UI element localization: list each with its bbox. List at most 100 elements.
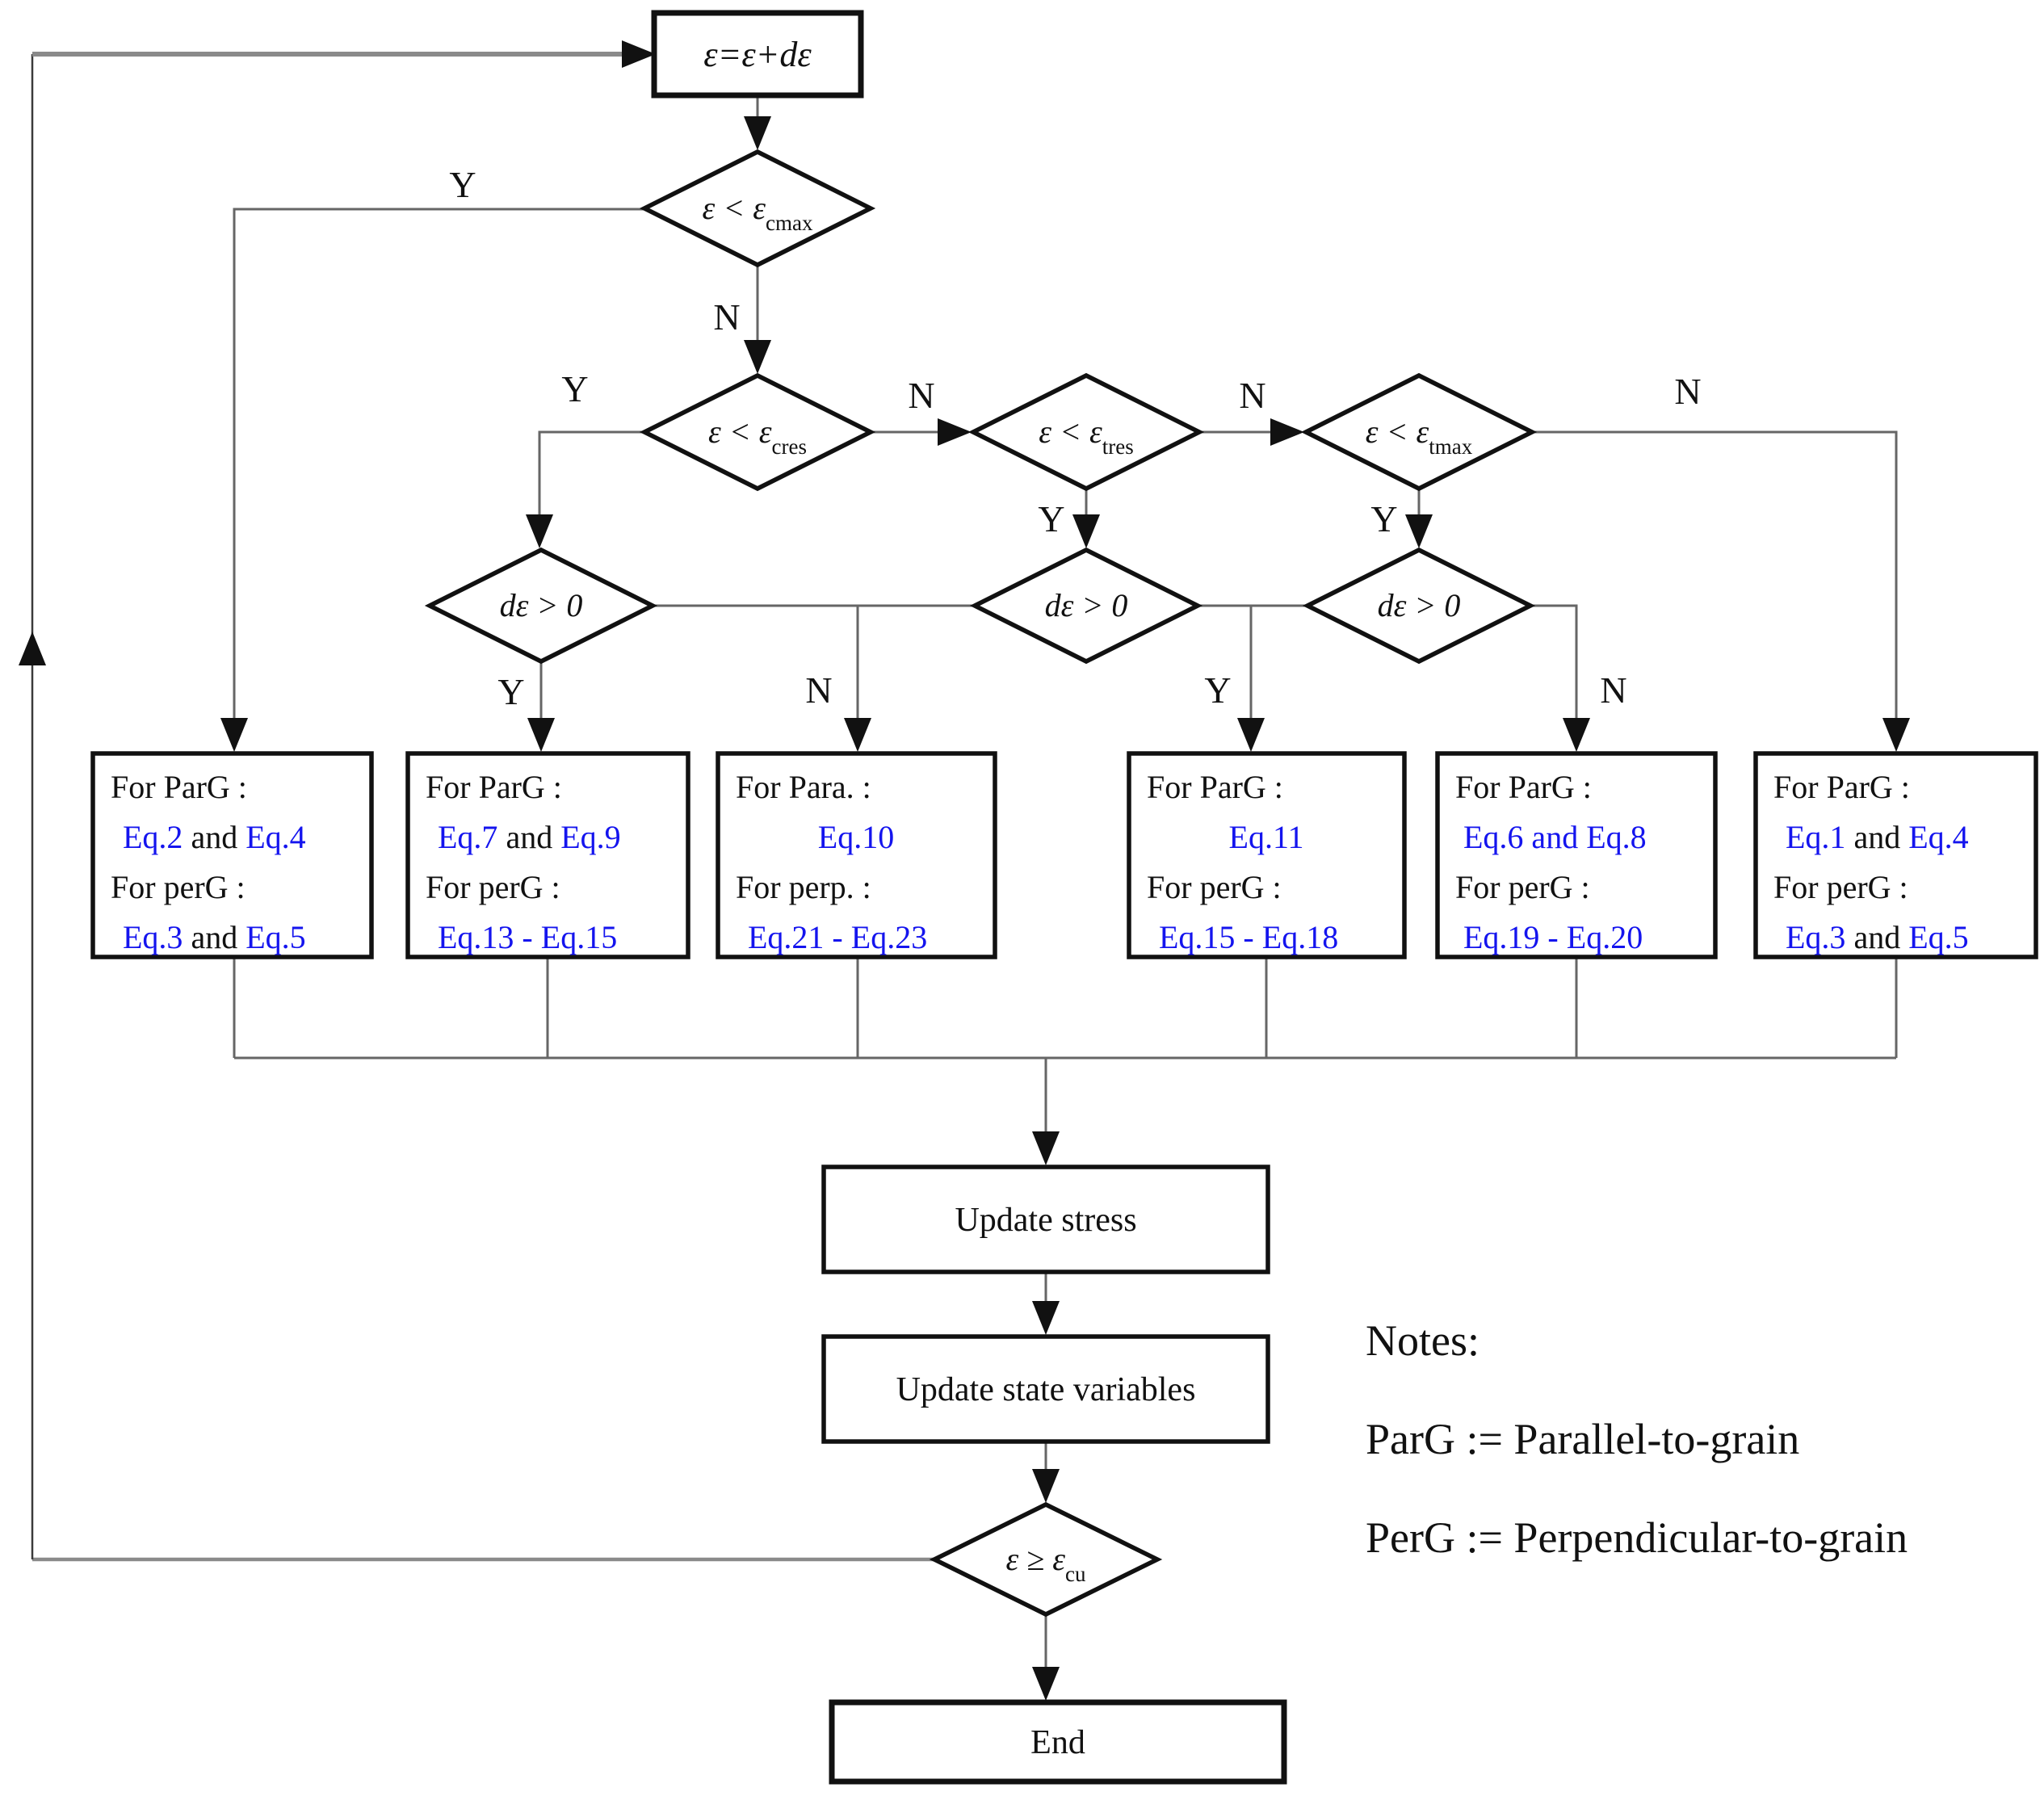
de-mid-diamond: [969, 547, 1203, 665]
arrowheads: [19, 40, 1910, 1701]
de-right-diamond: [1302, 547, 1536, 665]
decision-de-right: dε > 0: [1302, 547, 1536, 665]
eq-box-3-line3: For perp. :: [736, 869, 871, 905]
eq-box-4: For ParG : Eq.11 For perG : Eq.15 - Eq.1…: [1127, 751, 1407, 959]
branch-deleft-y: Y: [497, 671, 524, 712]
branch-deleft-n: N: [805, 669, 832, 711]
tmax-label: ε < εtmax: [1366, 413, 1473, 459]
arrow-into-updatestress: [1032, 1131, 1060, 1165]
tres-diamond: [967, 372, 1205, 492]
decision-cres: ε < εcres: [639, 372, 876, 492]
eq-box-5-line4: Eq.19 - Eq.20: [1463, 919, 1643, 955]
de-left-label: dε > 0: [500, 587, 583, 623]
eq-box-6: For ParG : Eq.1 and Eq.4 For perG : Eq.3…: [1753, 751, 2038, 959]
arrow-into-cu: [1032, 1469, 1060, 1503]
eq-box-3-rect: [716, 751, 997, 959]
branch-cres-n: N: [908, 375, 934, 416]
eq-box-2-rect: [405, 751, 690, 959]
eq-box-6-line1: For ParG :: [1773, 769, 1910, 805]
arrow-into-box5: [1563, 718, 1590, 752]
update-state-label: Update state variables: [896, 1371, 1196, 1408]
eq-box-3-line2: Eq.10: [818, 819, 894, 855]
eq-box-6-line4: Eq.3 and Eq.5: [1786, 919, 1969, 955]
cmax-label: ε < εcmax: [703, 190, 813, 235]
decision-de-mid: dε > 0: [969, 547, 1203, 665]
eq-box-4-line1: For ParG :: [1147, 769, 1283, 805]
arrow-into-start: [622, 40, 656, 68]
eq-box-1: For ParG : Eq.2 and Eq.4 For perG : Eq.3…: [90, 751, 374, 959]
eq-box-3: For Para. : Eq.10 For perp. : Eq.21 - Eq…: [716, 751, 997, 959]
cmax-diamond: [639, 149, 876, 268]
arrow-into-end: [1032, 1667, 1060, 1701]
eq-box-1-rect: [90, 751, 374, 959]
connectors: [31, 52, 1898, 1668]
eq-box-5-line3: For perG :: [1455, 869, 1590, 905]
arrow-into-box1: [220, 718, 248, 752]
arrow-into-updatestate: [1032, 1301, 1060, 1335]
arrow-into-box3: [844, 718, 871, 752]
eq-box-5-line1: For ParG :: [1455, 769, 1592, 805]
eq-box-1-line3: For perG :: [111, 869, 246, 905]
start-box: [651, 10, 864, 99]
branch-tmax-n: N: [1674, 371, 1701, 412]
eq-box-2-line1: For ParG :: [426, 769, 562, 805]
branch-demid-y: Y: [1204, 669, 1231, 711]
de-right-label: dε > 0: [1378, 587, 1461, 623]
arrow-into-box6: [1882, 718, 1910, 752]
update-state-box: [821, 1334, 1270, 1444]
node-update-stress: Update stress: [821, 1165, 1270, 1274]
branch-cmax-n: N: [713, 296, 740, 338]
arrow-into-deright: [1405, 514, 1433, 548]
eq-box-4-line2: Eq.11: [1229, 819, 1304, 855]
cres-diamond: [639, 372, 876, 492]
eq-box-1-line1: For ParG :: [111, 769, 247, 805]
notes-title: Notes:: [1366, 1316, 1479, 1365]
arrow-into-cmax: [744, 116, 771, 150]
eq-box-4-rect: [1127, 751, 1407, 959]
eq-box-2-line3: For perG :: [426, 869, 560, 905]
arrow-into-deleft: [526, 514, 553, 548]
eq-box-2: For ParG : Eq.7 and Eq.9 For perG : Eq.1…: [405, 751, 690, 959]
arrow-into-tres: [938, 418, 972, 446]
tmax-diamond: [1300, 372, 1538, 492]
decision-cu: ε ≥ εcu: [929, 1501, 1163, 1618]
eq-box-1-line4: Eq.3 and Eq.5: [123, 919, 306, 955]
arrow-loop-up: [19, 632, 46, 665]
end-box: [829, 1699, 1287, 1785]
update-stress-box: [821, 1165, 1270, 1274]
line-tmax-n: [1532, 430, 1898, 720]
decision-de-left: dε > 0: [424, 547, 658, 665]
eq-box-3-line4: Eq.21 - Eq.23: [748, 919, 927, 955]
update-stress-label: Update stress: [955, 1202, 1136, 1239]
arrow-into-demid: [1072, 514, 1100, 548]
eq-box-6-line3: For perG :: [1773, 869, 1908, 905]
line-deright-n: [1530, 604, 1578, 720]
arrow-into-cres: [744, 340, 771, 374]
branch-tres-y: Y: [1038, 498, 1064, 539]
line-cmax-y: [233, 208, 644, 720]
node-end: End: [829, 1699, 1287, 1785]
decision-cmax: ε < εcmax: [639, 149, 876, 268]
eq-box-1-line2: Eq.2 and Eq.4: [123, 819, 306, 855]
eq-box-5-line2: Eq.6 and Eq.8: [1463, 819, 1647, 855]
eq-box-2-line2: Eq.7 and Eq.9: [438, 819, 621, 855]
eq-box-5: For ParG : Eq.6 and Eq.8 For perG : Eq.1…: [1435, 751, 1718, 959]
decision-tmax: ε < εtmax: [1300, 372, 1538, 492]
eq-box-4-line3: For perG :: [1147, 869, 1282, 905]
notes-perg: PerG := Perpendicular-to-grain: [1366, 1513, 1908, 1562]
branch-cres-y: Y: [561, 368, 588, 409]
de-left-diamond: [424, 547, 658, 665]
arrow-into-box4: [1237, 718, 1265, 752]
node-start: ε=ε+dε: [651, 10, 864, 99]
line-cres-y: [538, 430, 644, 516]
eq-box-6-line2: Eq.1 and Eq.4: [1786, 819, 1969, 855]
eq-box-2-line4: Eq.13 - Eq.15: [438, 919, 617, 955]
node-update-state: Update state variables: [821, 1334, 1270, 1444]
notes-parg: ParG := Parallel-to-grain: [1366, 1415, 1799, 1463]
notes-block: Notes: ParG := Parallel-to-grain PerG :=…: [1366, 1316, 1908, 1562]
eq-box-6-rect: [1753, 751, 2038, 959]
start-label: ε=ε+dε: [703, 35, 812, 74]
tres-label: ε < εtres: [1039, 413, 1134, 459]
cu-diamond: [929, 1501, 1163, 1618]
